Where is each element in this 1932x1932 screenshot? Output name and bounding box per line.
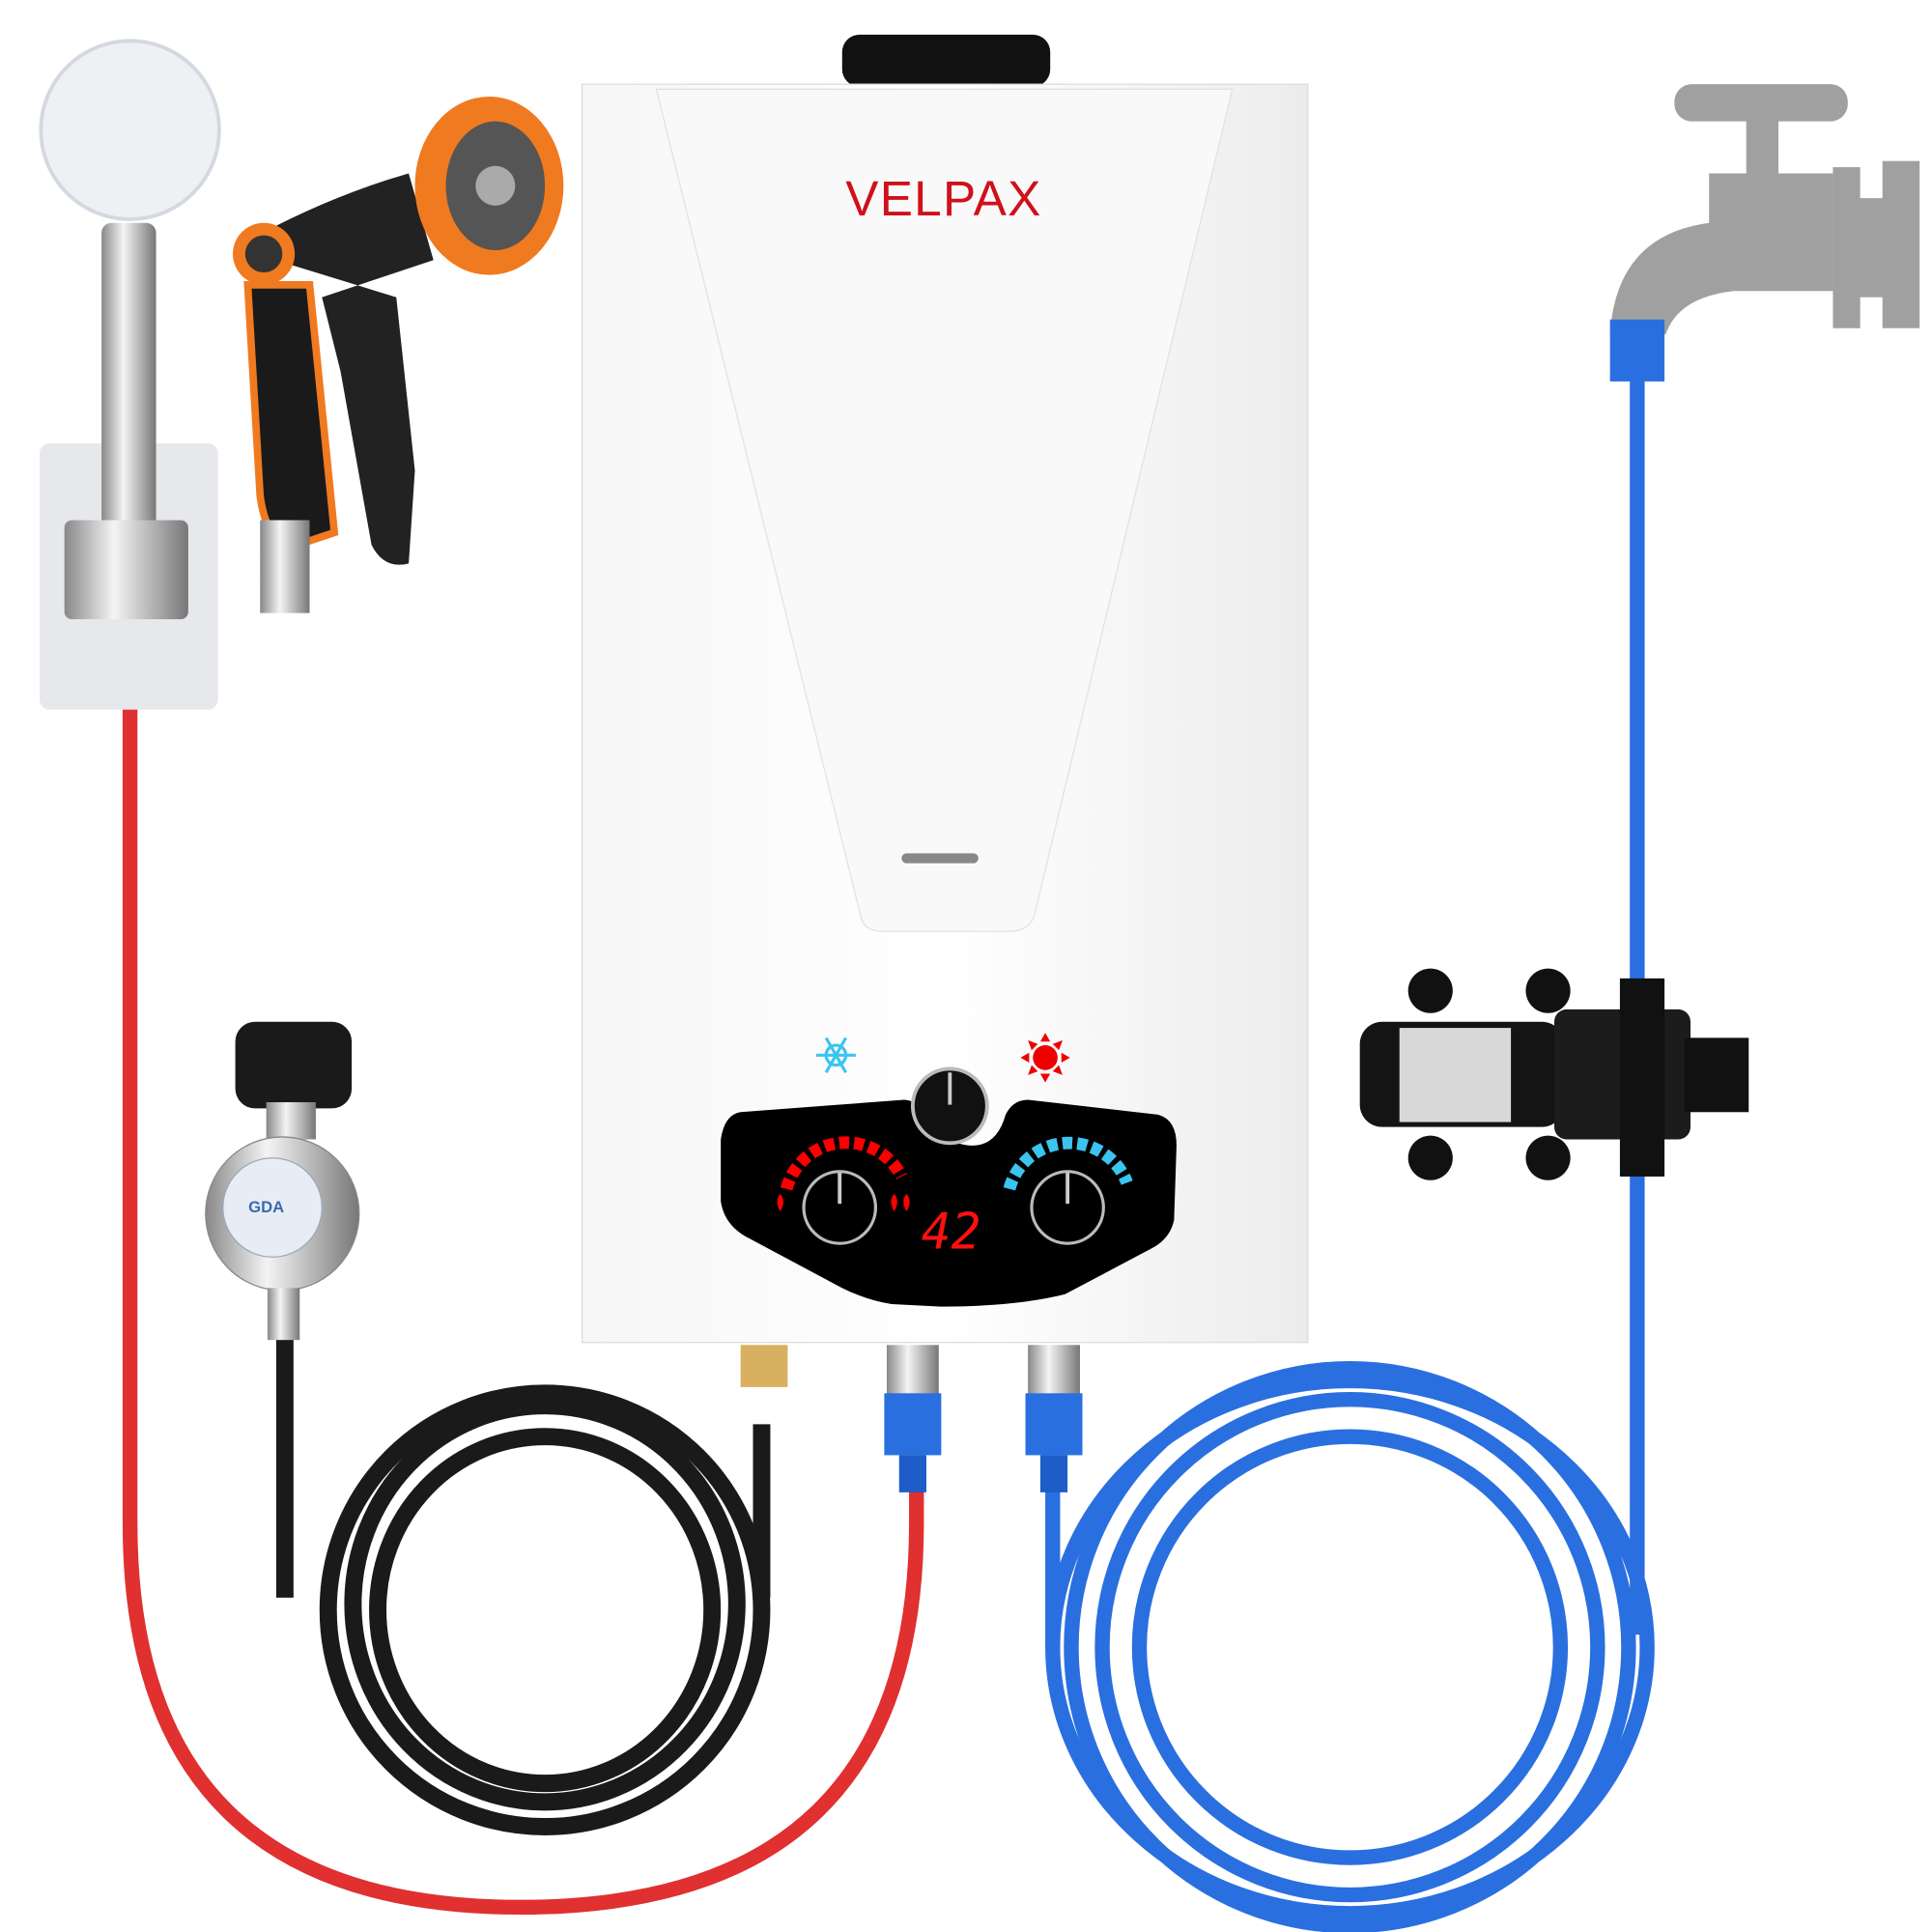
hot-water-hose: [122, 619, 924, 1916]
gas-inlet: [740, 1345, 788, 1387]
regulator-label: GDA: [248, 1198, 284, 1216]
gas-hose: [275, 1337, 771, 1835]
chimney-cap: [841, 34, 1051, 87]
faucet-adapter: [1609, 319, 1665, 382]
spray-nozzle[interactable]: [233, 97, 564, 613]
gas-level-arc: [780, 1136, 908, 1191]
water-knob[interactable]: [1030, 1170, 1105, 1245]
snowflake-icon: [815, 1037, 856, 1074]
tap-icon: [1609, 84, 1920, 335]
shower-holder: [64, 520, 188, 620]
brand-logo: VELPAX: [845, 171, 1041, 226]
flame-window: [901, 853, 979, 864]
hot-outlet-connector: [884, 1345, 942, 1492]
gas-regulator: GDA: [205, 1021, 360, 1341]
cold-water-hose: [1045, 371, 1655, 1932]
temperature-display: 42: [922, 1203, 981, 1261]
water-flow-arc: [1003, 1136, 1133, 1191]
shower-head[interactable]: [39, 39, 221, 221]
water-pump: [1359, 968, 1749, 1180]
sun-icon: [1020, 1033, 1070, 1083]
front-v-panel: [655, 88, 1234, 932]
control-panel: [721, 1099, 1177, 1307]
top-knob[interactable]: [910, 1066, 989, 1146]
gas-knob[interactable]: [802, 1170, 878, 1245]
cold-inlet-connector: [1025, 1345, 1083, 1492]
